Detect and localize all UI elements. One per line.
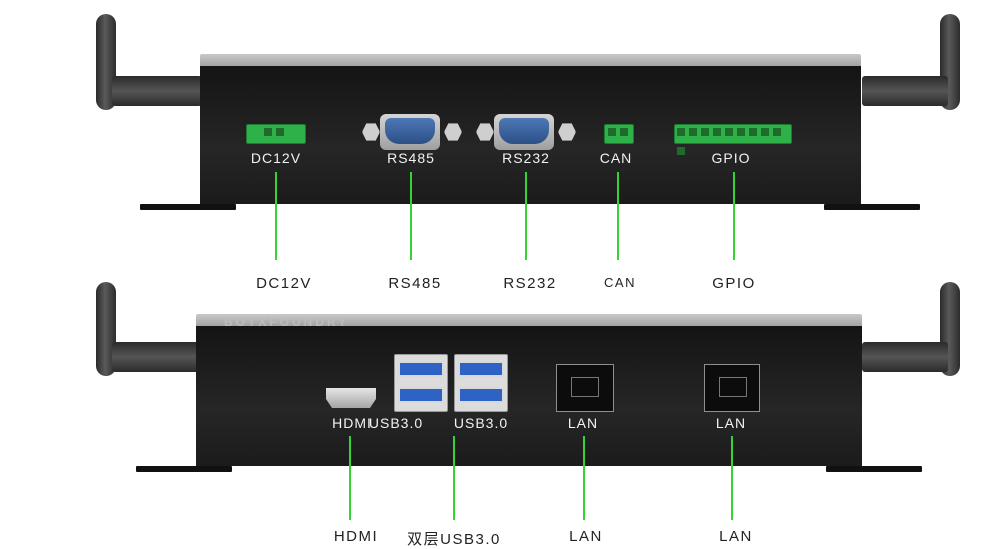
brand-logo: BOTXFOUNDRY: [224, 315, 350, 329]
rs232-connector[interactable]: [494, 114, 554, 150]
callout-line: [525, 172, 527, 260]
device-foot: [824, 204, 920, 210]
lan-callout: LAN: [719, 528, 753, 545]
hdmi-callout: HDMI: [333, 528, 379, 545]
device-panel: [196, 326, 862, 466]
rs232-callout: RS232: [503, 275, 557, 292]
can-device-label: CAN: [599, 150, 633, 166]
usb-callout: 双层USB3.0: [407, 531, 501, 548]
device-top-edge: [200, 54, 861, 68]
antenna-joint: [862, 342, 948, 372]
can-terminal[interactable]: [604, 124, 634, 144]
hex-nut-icon: [558, 123, 576, 141]
lan-port-2[interactable]: [704, 364, 760, 412]
hex-nut-icon: [444, 123, 462, 141]
dc12v-device-label: DC12V: [250, 150, 302, 166]
callout-line: [733, 172, 735, 260]
lan-device-label: LAN: [567, 415, 599, 431]
dc12v-terminal[interactable]: [246, 124, 306, 144]
device-top-edge: [196, 314, 862, 328]
callout-line: [453, 436, 455, 520]
callout-line: [583, 436, 585, 520]
callout-line: [731, 436, 733, 520]
antenna-icon: [96, 282, 116, 376]
antenna-joint: [112, 76, 202, 106]
can-callout: CAN: [604, 275, 636, 290]
rs485-callout: RS485: [388, 275, 442, 292]
gpio-device-label: GPIO: [711, 150, 751, 166]
hdmi-port[interactable]: [326, 388, 376, 408]
device-foot: [136, 466, 232, 472]
usb-port[interactable]: [398, 361, 444, 377]
gpio-callout: GPIO: [712, 275, 756, 292]
usb-device-label: USB3.0: [453, 415, 509, 431]
usb-port[interactable]: [458, 387, 504, 403]
usb-device-label: USB3.0: [368, 415, 424, 431]
callout-line: [275, 172, 277, 260]
hex-nut-icon: [476, 123, 494, 141]
antenna-joint: [862, 76, 948, 106]
usb-port[interactable]: [458, 361, 504, 377]
usb-stack-right: [454, 354, 508, 412]
callout-line: [617, 172, 619, 260]
lan-device-label: LAN: [715, 415, 747, 431]
rs485-device-label: RS485: [387, 150, 435, 166]
rs485-connector[interactable]: [380, 114, 440, 150]
gpio-terminal[interactable]: [674, 124, 792, 155]
usb-port[interactable]: [398, 387, 444, 403]
antenna-icon: [96, 14, 116, 110]
hdmi-device-label: HDMI: [332, 415, 372, 431]
hex-nut-icon: [362, 123, 380, 141]
lan-callout: LAN: [569, 528, 603, 545]
lan-port-1[interactable]: [556, 364, 614, 412]
callout-line: [410, 172, 412, 260]
callout-line: [349, 436, 351, 520]
antenna-joint: [112, 342, 202, 372]
device-foot: [826, 466, 922, 472]
rs232-device-label: RS232: [502, 150, 550, 166]
dc12v-callout: DC12V: [256, 275, 312, 292]
device-foot: [140, 204, 236, 210]
usb-stack-left: [394, 354, 448, 412]
